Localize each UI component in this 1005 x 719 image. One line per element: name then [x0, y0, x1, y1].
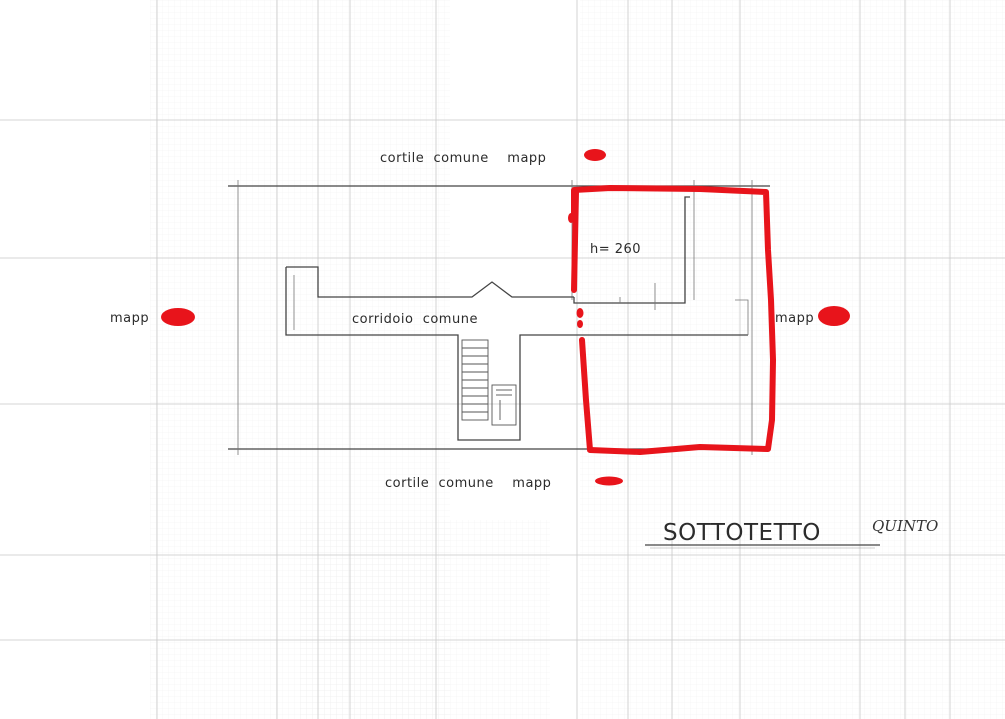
- bottom-courtyard-label: cortile comune mapp: [385, 476, 551, 491]
- redaction-blots: [161, 149, 850, 486]
- unit-highlight: [568, 185, 776, 455]
- redaction-blot-top: [584, 149, 606, 161]
- right-mapp-label: mapp: [775, 311, 814, 326]
- redaction-blot-right: [818, 306, 850, 326]
- corridor-label: corridoio comune: [352, 312, 478, 327]
- ceiling-height-label: h= 260: [590, 242, 641, 257]
- redaction-blot-bottom: [595, 476, 623, 486]
- top-courtyard-label: cortile comune mapp: [380, 151, 546, 166]
- staircase: [461, 339, 517, 426]
- floor-title: SOTTOTETTO: [663, 520, 821, 546]
- floor-title-block: SOTTOTETTO QUINTO: [645, 517, 938, 549]
- corridor-walls: [285, 196, 749, 441]
- floor-title-handwritten: QUINTO: [872, 517, 938, 535]
- left-mapp-label: mapp: [110, 311, 149, 326]
- redaction-blot-left: [161, 308, 195, 326]
